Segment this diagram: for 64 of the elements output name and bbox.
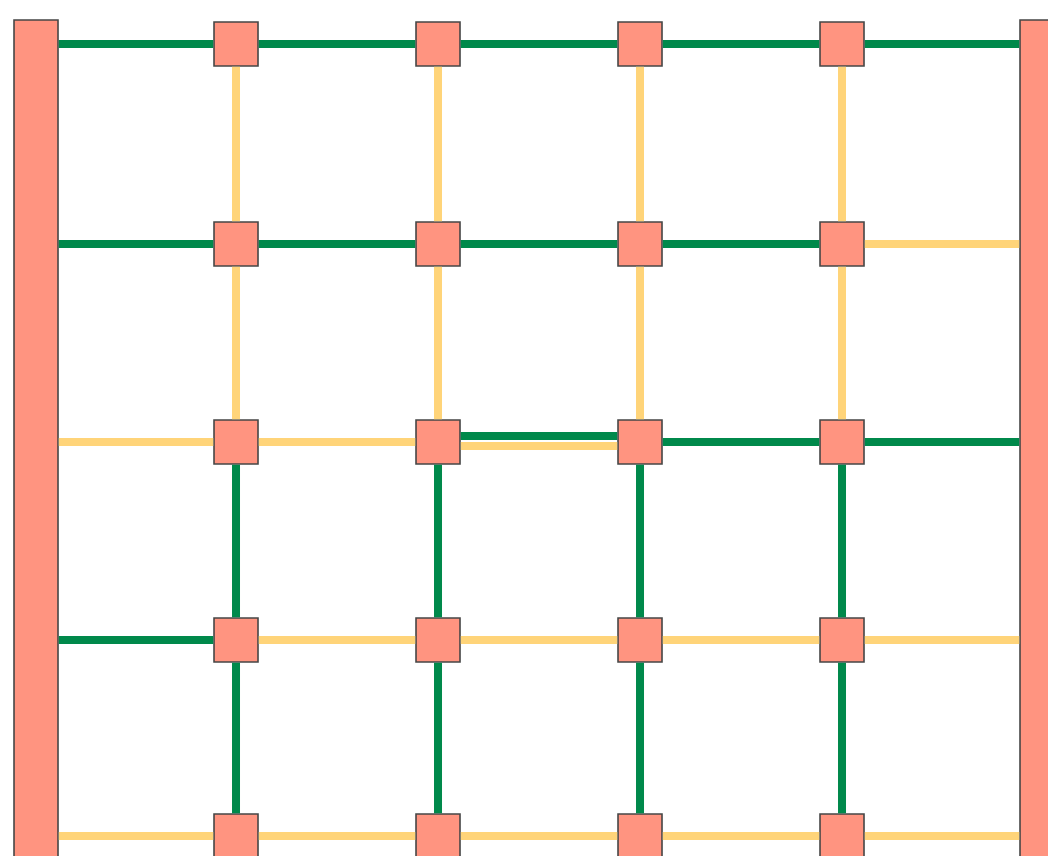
connector-line [232,662,240,814]
connector-line [232,66,240,222]
connector-line [460,442,618,450]
post-box [415,221,461,267]
connector-line [434,662,442,814]
connector-line [258,240,416,248]
connector-line [258,636,416,644]
connector-line [258,40,416,48]
post-box [213,617,259,663]
connector-line [58,240,214,248]
connector-line [434,66,442,222]
post-box [213,813,259,856]
connector-line [460,40,618,48]
connector-line [232,266,240,420]
post-box [617,617,663,663]
connector-line [460,636,618,644]
post-box [819,617,865,663]
connector-line [636,464,644,618]
connector-line [864,240,1020,248]
connector-line [58,40,214,48]
connector-line [838,266,846,420]
connector-line [58,438,214,446]
post-box [617,813,663,856]
post-box [213,419,259,465]
side-bar [13,19,59,856]
connector-line [662,832,820,840]
connector-line [434,464,442,618]
post-box [617,21,663,67]
post-box [415,419,461,465]
connector-line [838,464,846,618]
post-box [415,813,461,856]
post-box [819,21,865,67]
connector-line [58,832,214,840]
connector-line [636,266,644,420]
connector-line [232,464,240,618]
connector-line [864,636,1020,644]
post-box [415,617,461,663]
connector-line [460,832,618,840]
side-bar [1019,19,1048,856]
post-box [819,419,865,465]
connector-line [662,240,820,248]
connector-line [838,66,846,222]
connector-line [838,662,846,814]
connector-line [258,438,416,446]
post-box [415,21,461,67]
connector-line [460,432,618,440]
connector-line [662,40,820,48]
connector-line [58,636,214,644]
post-box [819,813,865,856]
connector-line [662,438,820,446]
post-box [617,419,663,465]
connector-line [636,66,644,222]
post-box [617,221,663,267]
connector-line [434,266,442,420]
post-box [213,21,259,67]
connector-line [864,832,1020,840]
connector-line [258,832,416,840]
post-box [213,221,259,267]
connector-line [662,636,820,644]
connector-line [864,40,1020,48]
post-box [819,221,865,267]
connector-line [636,662,644,814]
connector-line [460,240,618,248]
connector-line [864,438,1020,446]
